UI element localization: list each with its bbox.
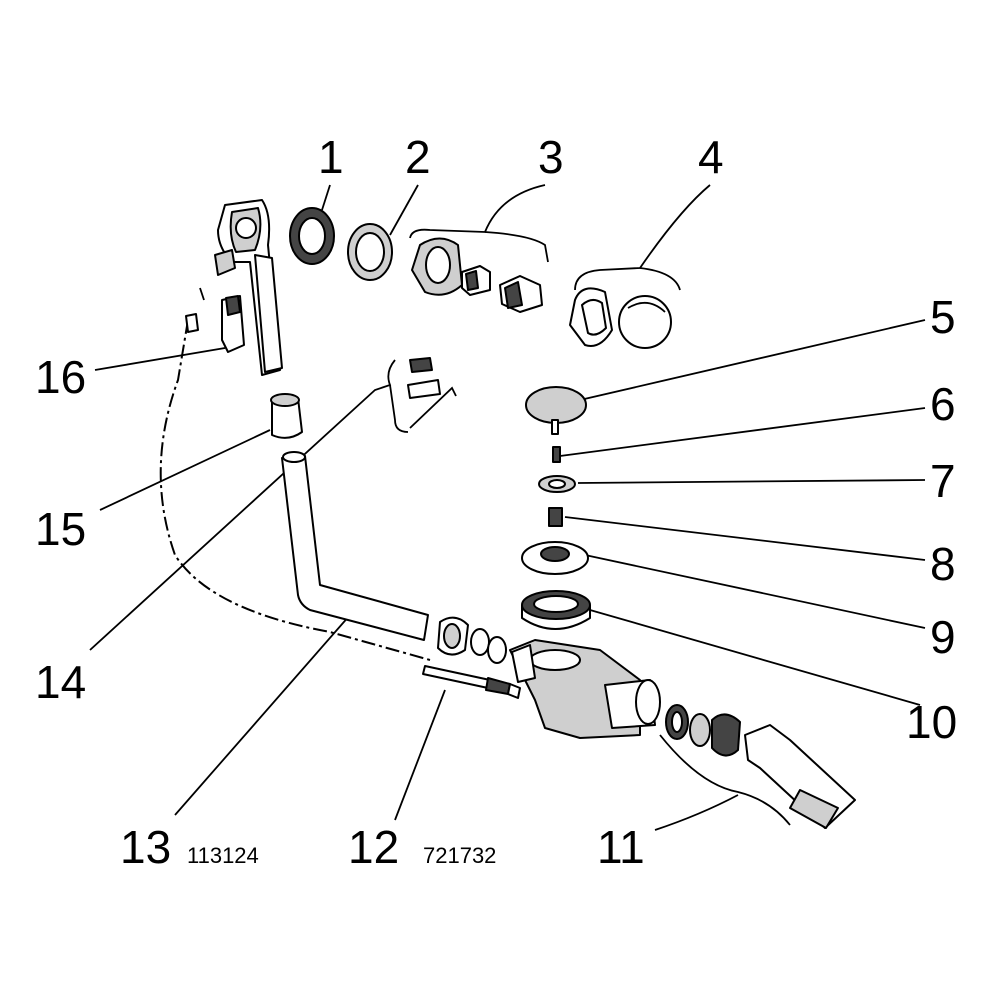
leader-12 [394, 689, 446, 821]
label-4: 4 [698, 131, 724, 183]
part-3-overflow-mechanism [411, 237, 543, 313]
part-12-cable [422, 665, 521, 699]
leader-1 [321, 184, 331, 211]
leader-9 [584, 554, 926, 629]
part-16-overflow-body [185, 199, 283, 376]
label-13-code: 113124 [187, 843, 259, 868]
part-11-outlet-set [665, 704, 856, 829]
bowden-cable-path [159, 319, 431, 661]
part-4-overflow-cover [569, 287, 672, 349]
label-16: 16 [35, 351, 86, 403]
leader-16 [94, 347, 226, 371]
part-5-drain-plug [525, 386, 587, 435]
label-1: 1 [318, 131, 344, 183]
leader-14b [389, 384, 409, 433]
part-14-clips [407, 357, 457, 429]
part-15-sleeve [270, 393, 303, 439]
label-10: 10 [906, 696, 957, 748]
part-9-drain-flange [521, 541, 589, 575]
leader-13 [174, 614, 351, 816]
leader-4b [639, 267, 681, 291]
label-5: 5 [930, 291, 956, 343]
leader-4 [574, 184, 711, 291]
label-12-code: 721732 [423, 843, 496, 868]
part-6-screw [552, 446, 561, 463]
label-2: 2 [405, 131, 431, 183]
label-9: 9 [930, 611, 956, 663]
label-7: 7 [930, 455, 956, 507]
label-3: 3 [538, 131, 564, 183]
label-14: 14 [35, 656, 86, 708]
pipe-nuts-rings [437, 616, 507, 664]
leader-3 [409, 184, 546, 239]
leader-11 [654, 734, 791, 831]
drain-body [509, 639, 661, 739]
label-6: 6 [930, 378, 956, 430]
part-8-bolt [548, 507, 563, 527]
label-11: 11 [597, 821, 645, 873]
label-12: 12 [348, 821, 399, 873]
label-8: 8 [930, 538, 956, 590]
leader-3b [484, 231, 549, 263]
label-15: 15 [35, 503, 86, 555]
leader-6 [559, 407, 926, 457]
part-1-gasket [289, 207, 335, 265]
part-13-bent-pipe [281, 451, 429, 641]
part-labels: 1 2 3 4 5 6 7 8 9 10 11 12 721732 13 113… [35, 131, 957, 873]
part-2-ring [347, 223, 393, 281]
part-7-washer [538, 475, 576, 493]
leader-7 [577, 479, 926, 484]
leader-15 [99, 429, 271, 511]
leader-10 [589, 609, 921, 706]
leader-lines [89, 184, 926, 831]
part-10-drain-seal [521, 590, 591, 630]
label-13: 13 [120, 821, 171, 873]
leader-2 [389, 184, 419, 236]
leader-8 [564, 516, 926, 561]
leader-5 [579, 319, 926, 401]
